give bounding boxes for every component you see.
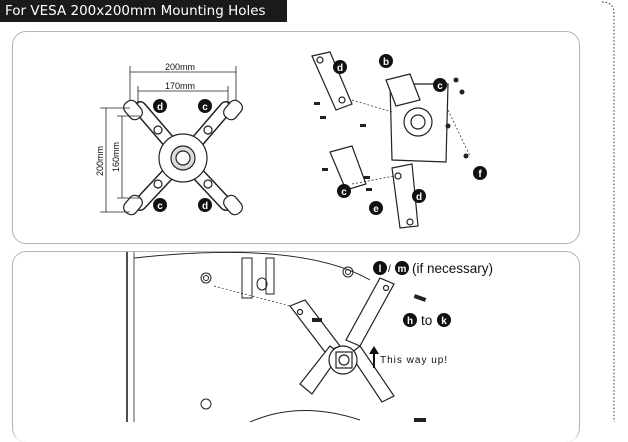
this-way-up-note: This way up!: [380, 355, 448, 366]
callout-c-1: c: [198, 99, 212, 113]
screws: [312, 294, 427, 422]
mounting-plate: [289, 277, 395, 403]
svg-text:k: k: [441, 316, 447, 327]
vesa-plate-panel: [12, 31, 580, 244]
svg-text:c: c: [157, 201, 163, 212]
diagram-canvas: 200mm 170mm 200mm 160mm d c c d d b c c …: [95, 51, 493, 422]
section-title: For VESA 200x200mm Mounting Holes: [5, 3, 266, 19]
dim-height-200: 200mm: [95, 146, 105, 176]
callout-c-2: c: [153, 198, 167, 212]
callout-l: l: [373, 261, 387, 275]
up-arrow-icon: [369, 346, 379, 368]
svg-text:c: c: [437, 81, 443, 92]
svg-text:d: d: [157, 102, 163, 113]
cut-line: [602, 1, 615, 422]
to-label: to: [421, 313, 432, 328]
callout-d-3: d: [333, 60, 347, 74]
dim-width-200: 200mm: [165, 62, 195, 72]
svg-text:e: e: [373, 204, 379, 215]
slash: /: [388, 264, 391, 275]
callout-d-2: d: [198, 198, 212, 212]
callout-c-4: c: [337, 184, 351, 198]
callout-h: h: [403, 313, 417, 327]
svg-text:d: d: [202, 201, 208, 212]
dim-width-170: 170mm: [165, 81, 195, 91]
svg-text:c: c: [202, 102, 208, 113]
svg-text:d: d: [416, 192, 422, 203]
mounting-panel: [12, 251, 580, 442]
svg-text:m: m: [398, 264, 407, 275]
callout-e: e: [369, 201, 383, 215]
if-necessary-note: (if necessary): [412, 261, 493, 276]
dimension-lines: [100, 66, 237, 213]
section-header: For VESA 200x200mm Mounting Holes: [0, 0, 287, 22]
callout-m: m: [395, 261, 409, 275]
exploded-assembly-view: [311, 51, 471, 229]
callout-d-4: d: [412, 189, 426, 203]
callout-b: b: [379, 54, 393, 68]
svg-text:h: h: [407, 316, 413, 327]
vesa-plate-front-view: [123, 99, 243, 216]
callout-c-3: c: [433, 78, 447, 92]
dim-height-160: 160mm: [111, 142, 121, 172]
svg-text:d: d: [337, 63, 343, 74]
svg-text:c: c: [341, 187, 347, 198]
svg-text:f: f: [478, 169, 482, 180]
callout-k: k: [437, 313, 451, 327]
callout-f: f: [473, 166, 487, 180]
callout-d-1: d: [153, 99, 167, 113]
svg-text:l: l: [379, 264, 382, 275]
svg-text:b: b: [383, 57, 389, 68]
tv-back-drawing: [126, 251, 371, 422]
